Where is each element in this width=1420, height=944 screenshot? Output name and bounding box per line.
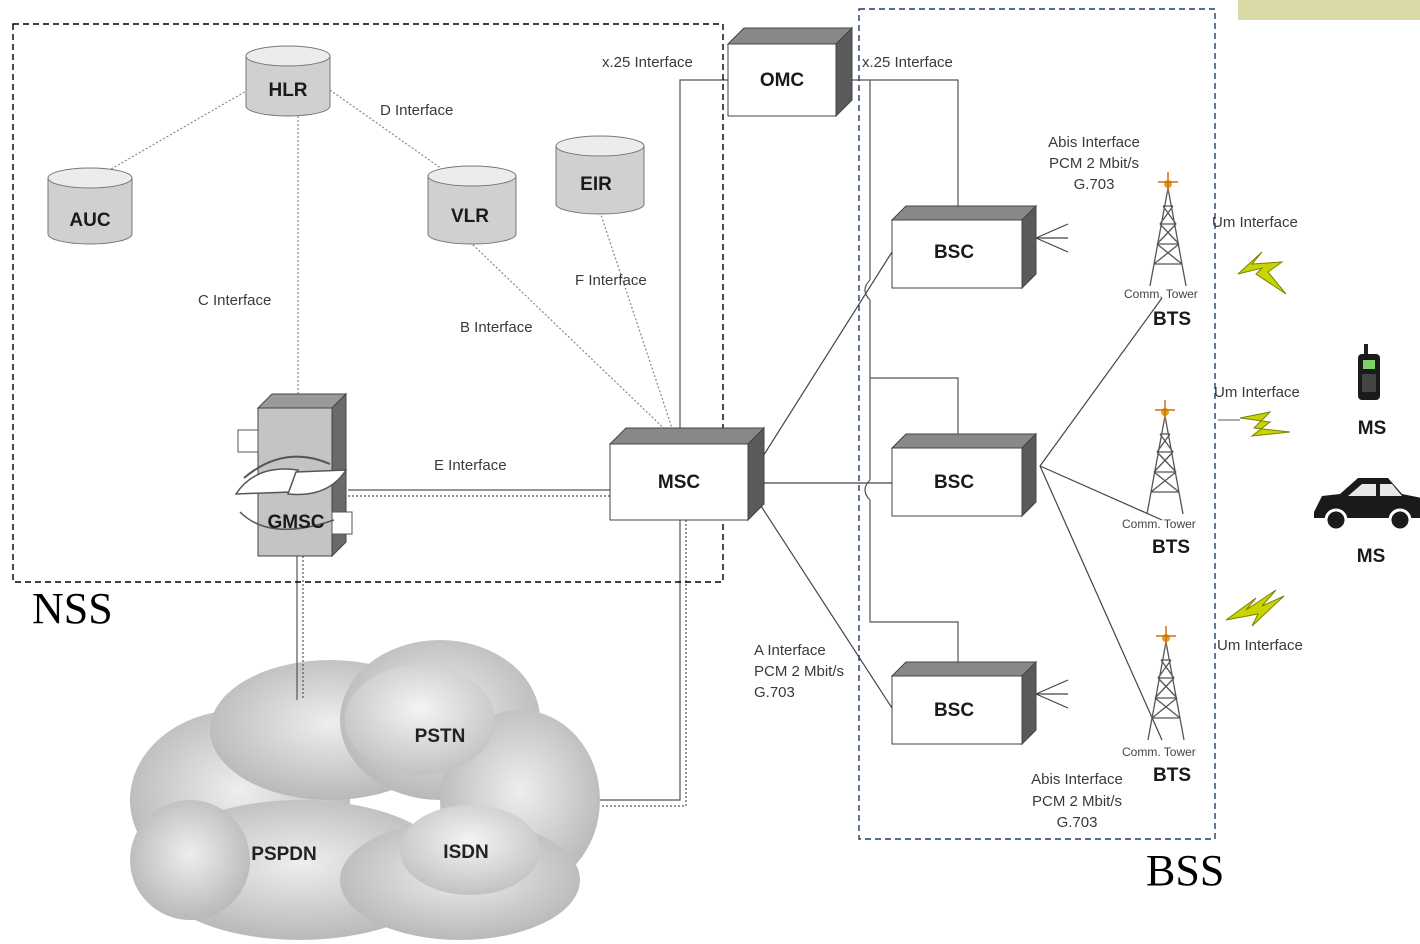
- bss-region-label: BSS: [1146, 846, 1224, 895]
- omc-box: [726, 26, 854, 118]
- comm-tower-icon-2: [1146, 400, 1184, 515]
- x25-left-label: x.25 Interface: [602, 54, 693, 71]
- bsc-box-1: [890, 204, 1038, 290]
- bts-label-1: BTS: [1153, 309, 1191, 330]
- bsc-label-1: BSC: [934, 242, 974, 263]
- b-interface-label: B Interface: [460, 319, 533, 336]
- pspdn-label: PSPDN: [251, 844, 316, 865]
- msc-box: [608, 426, 766, 522]
- svg-text:PCM 2 Mbit/s: PCM 2 Mbit/s: [1049, 155, 1139, 172]
- radio-lightning-icon-1: [1237, 251, 1287, 295]
- bss-region-boundary: [858, 8, 1216, 840]
- radio-lightning-icon-3: [1225, 589, 1285, 627]
- mobile-phone-icon: [1358, 344, 1380, 400]
- f-interface-label: F Interface: [575, 272, 647, 289]
- a-interface-label: A Interface PCM 2 Mbit/s G.703: [754, 642, 844, 701]
- tower-caption-2: Comm. Tower: [1122, 517, 1196, 531]
- comm-tower-icon-3: [1147, 626, 1185, 741]
- nss-region-label: NSS: [32, 584, 113, 633]
- omc-label: OMC: [760, 70, 805, 91]
- eir-label: EIR: [580, 174, 612, 195]
- nss-region-boundary: [12, 23, 724, 583]
- vlr-label: VLR: [451, 206, 489, 227]
- isdn-label: ISDN: [443, 842, 488, 863]
- svg-text:PCM 2 Mbit/s: PCM 2 Mbit/s: [1032, 793, 1122, 810]
- gmsc-label: GMSC: [268, 512, 325, 533]
- auc-label: AUC: [69, 210, 110, 231]
- connections: [91, 79, 1163, 807]
- tower-caption-1: Comm. Tower: [1124, 287, 1198, 301]
- ms-label-phone: MS: [1358, 418, 1387, 439]
- abis-interface-label-top: Abis Interface PCM 2 Mbit/s G.703: [1048, 134, 1140, 193]
- corner-accent: [1238, 0, 1420, 20]
- hlr-cylinder: [245, 45, 331, 117]
- svg-text:G.703: G.703: [1057, 814, 1098, 831]
- comm-tower-icon-1: [1149, 172, 1187, 287]
- um-interface-label-1: Um Interface: [1212, 214, 1298, 231]
- eir-cylinder: [555, 135, 645, 215]
- bsc-label-2: BSC: [934, 472, 974, 493]
- hlr-label: HLR: [268, 80, 307, 101]
- msc-label: MSC: [658, 472, 701, 493]
- c-interface-label: C Interface: [198, 292, 271, 309]
- pstn-label: PSTN: [415, 726, 466, 747]
- bsc-box-3: [890, 660, 1038, 746]
- ms-label-car: MS: [1357, 546, 1386, 567]
- d-interface-label: D Interface: [380, 102, 453, 119]
- tower-caption-3: Comm. Tower: [1122, 745, 1196, 759]
- svg-text:G.703: G.703: [1074, 176, 1115, 193]
- e-interface-label: E Interface: [434, 457, 507, 474]
- bts-label-2: BTS: [1152, 537, 1190, 558]
- radio-lightning-icon-2: [1218, 411, 1291, 437]
- svg-text:A Interface: A Interface: [754, 642, 826, 659]
- um-interface-label-2: Um Interface: [1214, 384, 1300, 401]
- svg-text:Abis Interface: Abis Interface: [1048, 134, 1140, 151]
- gmsc-switch: [234, 392, 353, 558]
- bsc-label-3: BSC: [934, 700, 974, 721]
- abis-interface-label-bottom: Abis Interface PCM 2 Mbit/s G.703: [1031, 771, 1123, 831]
- x25-right-label: x.25 Interface: [862, 54, 953, 71]
- bts-label-3: BTS: [1153, 765, 1191, 786]
- um-interface-label-3: Um Interface: [1217, 637, 1303, 654]
- svg-text:G.703: G.703: [754, 684, 795, 701]
- svg-text:Abis Interface: Abis Interface: [1031, 771, 1123, 788]
- pstn-cloud: [130, 640, 600, 940]
- svg-text:PCM 2 Mbit/s: PCM 2 Mbit/s: [754, 663, 844, 680]
- bsc-box-2: [890, 432, 1038, 518]
- vlr-cylinder: [427, 165, 517, 245]
- car-icon: [1314, 478, 1420, 532]
- auc-cylinder: [47, 167, 133, 245]
